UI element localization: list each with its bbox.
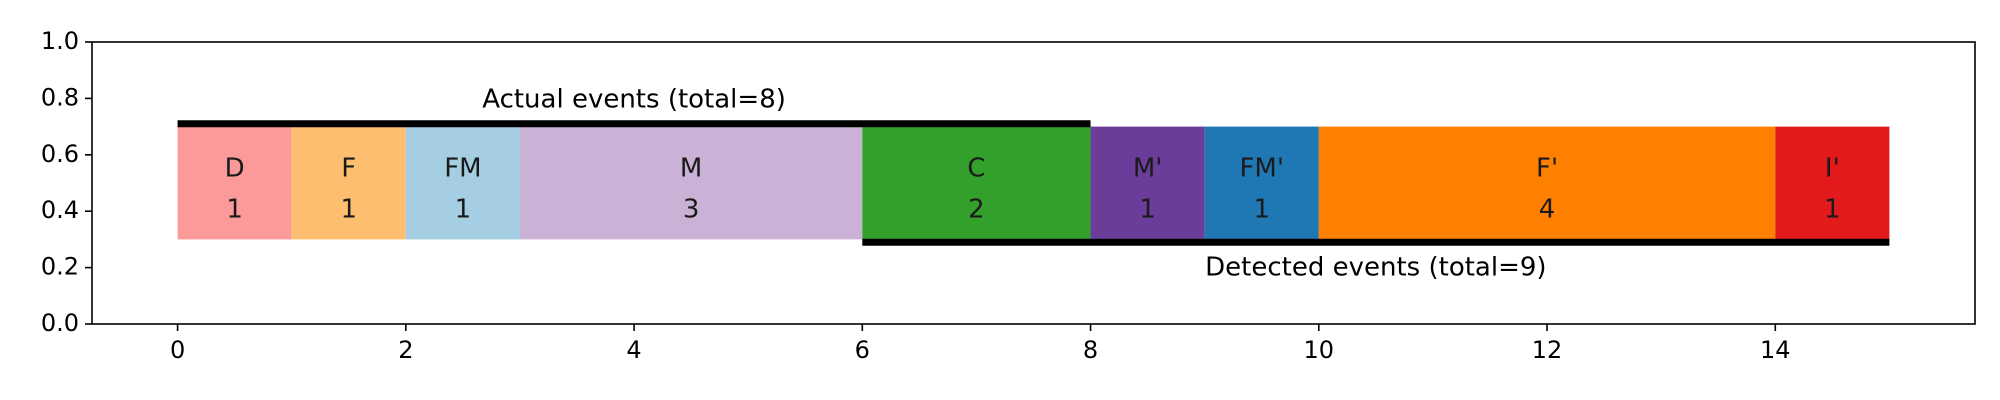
y-tick-label: 0.2 xyxy=(41,253,79,281)
annotation-label-1: Detected events (total=9) xyxy=(1205,253,1546,283)
segment-3 xyxy=(519,126,863,240)
x-tick-label: 6 xyxy=(855,336,870,364)
segment-count-label: 1 xyxy=(1139,194,1156,224)
segment-name-label: M xyxy=(680,153,702,183)
x-tick-label: 14 xyxy=(1760,336,1791,364)
segment-2 xyxy=(405,126,520,240)
x-tick-label: 2 xyxy=(398,336,413,364)
y-tick-label: 0.8 xyxy=(41,83,79,111)
plot-frame xyxy=(91,41,1976,325)
segment-7 xyxy=(1318,126,1776,240)
segment-name-label: F' xyxy=(1536,153,1558,183)
y-tick-label: 0.0 xyxy=(41,309,79,337)
segment-name-label: FM xyxy=(444,153,481,183)
segment-count-label: 3 xyxy=(683,194,700,224)
segment-count-label: 1 xyxy=(455,194,472,224)
segment-5 xyxy=(1090,126,1205,240)
x-tick-label: 8 xyxy=(1083,336,1098,364)
segment-name-label: C xyxy=(967,153,985,183)
segment-count-label: 1 xyxy=(226,194,243,224)
segment-4 xyxy=(862,126,1091,240)
segment-name-label: D xyxy=(225,153,245,183)
segment-name-label: M' xyxy=(1133,153,1163,183)
y-tick-label: 1.0 xyxy=(41,27,79,55)
y-tick-label: 0.6 xyxy=(41,140,79,168)
segment-name-label: F xyxy=(341,153,356,183)
x-tick-label: 12 xyxy=(1532,336,1563,364)
segment-0 xyxy=(177,126,292,240)
segment-count-label: 4 xyxy=(1539,194,1556,224)
y-tick-label: 0.4 xyxy=(41,196,79,224)
x-tick-label: 10 xyxy=(1304,336,1335,364)
annotation-label-0: Actual events (total=8) xyxy=(482,84,786,114)
x-tick-label: 4 xyxy=(626,336,641,364)
segment-count-label: 1 xyxy=(1253,194,1270,224)
segment-count-label: 1 xyxy=(340,194,357,224)
segment-count-label: 2 xyxy=(968,194,985,224)
segment-name-label: I' xyxy=(1825,153,1840,183)
segment-1 xyxy=(291,126,406,240)
segment-name-label: FM' xyxy=(1239,153,1284,183)
segment-8 xyxy=(1775,126,1890,240)
segment-6 xyxy=(1204,126,1319,240)
x-tick-label: 0 xyxy=(170,336,185,364)
segment-count-label: 1 xyxy=(1824,194,1841,224)
